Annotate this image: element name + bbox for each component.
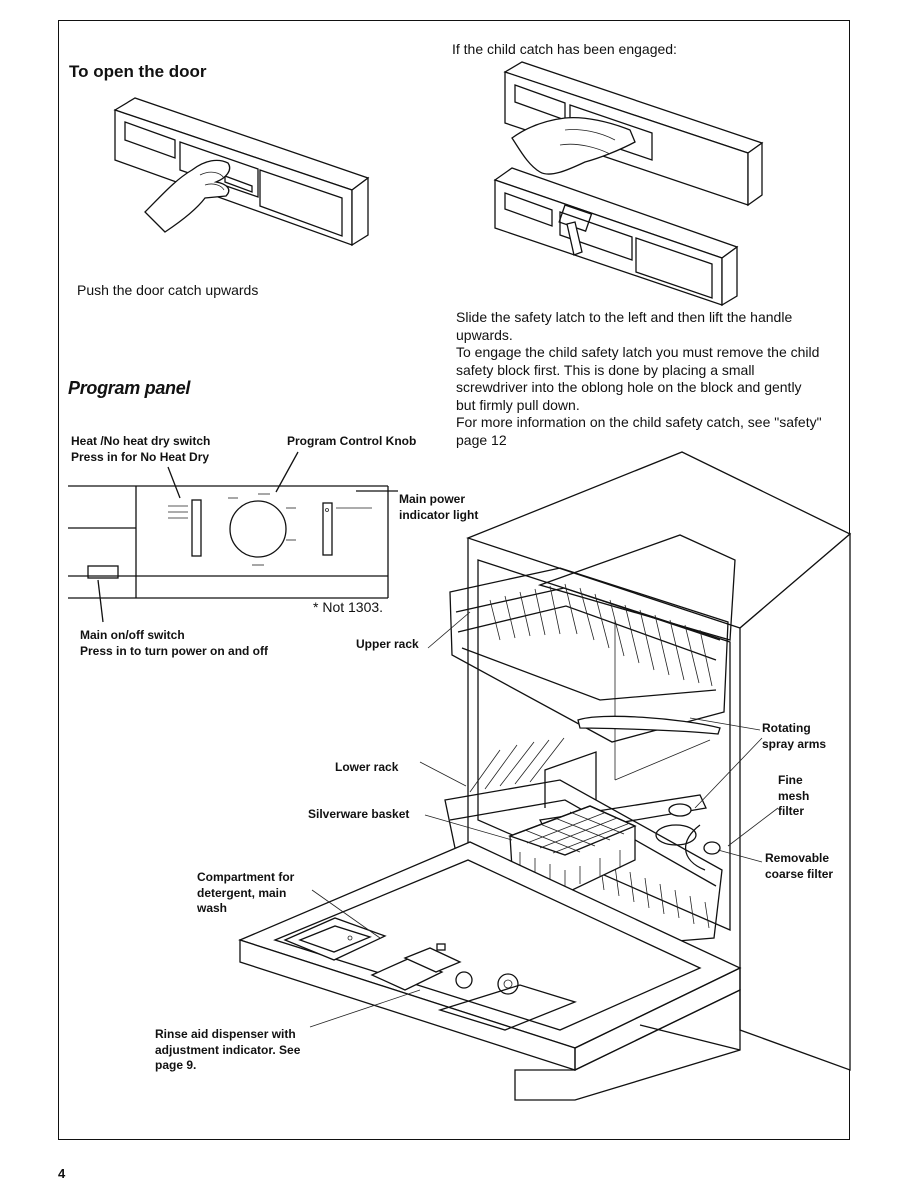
heat-switch-title: Heat /No heat dry switch bbox=[71, 434, 211, 448]
coarse-filter-line: coarse filter bbox=[765, 866, 834, 881]
child-catch-line: To engage the child safety latch you mus… bbox=[456, 344, 820, 360]
fine-filter-line: Fine bbox=[778, 773, 803, 787]
heat-switch-note: Press in for No Heat Dry bbox=[71, 449, 210, 464]
rinse-aid-line: Rinse aid dispenser with bbox=[155, 1027, 296, 1041]
child-catch-illustration-1 bbox=[503, 61, 764, 207]
child-catch-text: Slide the safety latch to the left and t… bbox=[456, 309, 846, 449]
child-catch-line: page 12 bbox=[456, 431, 507, 448]
detergent-compartment-label: Compartment for detergent, main wash bbox=[197, 870, 294, 917]
onoff-switch-label: Main on/off switch Press in to turn powe… bbox=[80, 628, 268, 659]
spray-arms-label: Rotating spray arms bbox=[762, 721, 826, 752]
power-light-label: Main power indicator light bbox=[399, 492, 478, 523]
power-light-note: indicator light bbox=[399, 507, 479, 522]
rinse-aid-line: page 9. bbox=[155, 1058, 197, 1072]
child-catch-line: upwards. bbox=[456, 326, 513, 343]
rinse-aid-line: adjustment indicator. See bbox=[155, 1042, 301, 1057]
fine-filter-line: mesh bbox=[778, 788, 810, 803]
door-handle-illustration bbox=[113, 97, 370, 247]
lower-rack-label: Lower rack bbox=[335, 760, 399, 774]
detergent-line: detergent, main bbox=[197, 885, 287, 900]
child-catch-line: safety block first. This is done by plac… bbox=[456, 361, 755, 378]
coarse-filter-label: Removable coarse filter bbox=[765, 851, 833, 882]
dishwasher-drawing bbox=[238, 451, 852, 1101]
fine-filter-label: Fine mesh filter bbox=[778, 773, 809, 820]
child-catch-line: For more information on the child safety… bbox=[456, 414, 822, 430]
onoff-switch-title: Main on/off switch bbox=[80, 628, 185, 642]
open-door-instruction: Push the door catch upwards bbox=[77, 282, 259, 298]
detergent-line: wash bbox=[197, 901, 228, 915]
child-catch-illustration-2 bbox=[493, 167, 739, 307]
program-panel-heading: Program panel bbox=[68, 378, 191, 398]
spray-arms-line: Rotating bbox=[762, 721, 811, 735]
child-catch-line: but firmly pull down. bbox=[456, 396, 580, 413]
upper-rack-label: Upper rack bbox=[356, 637, 419, 651]
child-catch-line: Slide the safety latch to the left and t… bbox=[456, 309, 793, 325]
heat-switch-label: Heat /No heat dry switch Press in for No… bbox=[71, 434, 210, 465]
child-catch-line: screwdriver into the oblong hole on the … bbox=[456, 379, 802, 395]
spray-arms-line: spray arms bbox=[762, 736, 827, 751]
rinse-aid-label: Rinse aid dispenser with adjustment indi… bbox=[155, 1027, 300, 1074]
control-knob-label: Program Control Knob bbox=[287, 434, 417, 448]
onoff-switch-note: Press in to turn power on and off bbox=[80, 643, 269, 658]
fine-filter-line: filter bbox=[778, 804, 805, 818]
coarse-filter-line: Removable bbox=[765, 851, 830, 865]
page-number: 4 bbox=[58, 1166, 66, 1181]
panel-footnote: * Not 1303. bbox=[313, 599, 384, 615]
detergent-line: Compartment for bbox=[197, 870, 295, 884]
program-panel-drawing bbox=[68, 451, 398, 623]
silverware-basket-label: Silverware basket bbox=[308, 807, 410, 821]
child-catch-intro: If the child catch has been engaged: bbox=[452, 41, 677, 57]
open-door-heading: To open the door bbox=[69, 62, 207, 81]
power-light-title: Main power bbox=[399, 492, 466, 506]
